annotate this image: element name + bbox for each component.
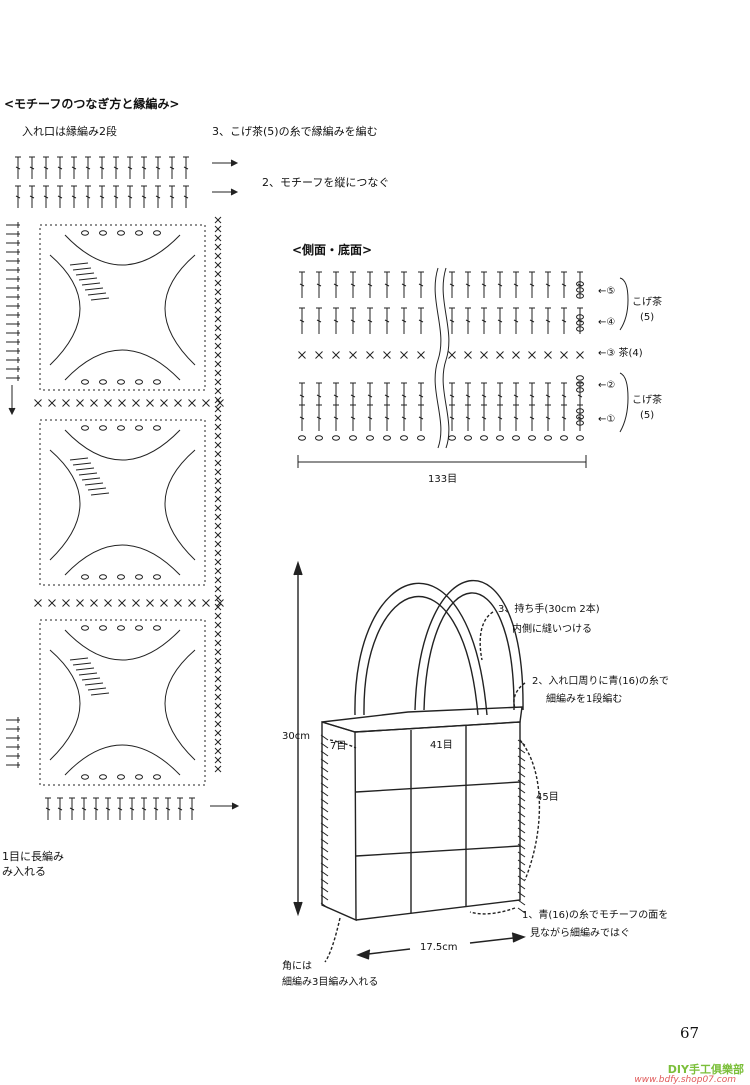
opening-note-2: 細編みを1段編む: [546, 694, 623, 705]
step2-note: 2、モチーフを縦につなぐ: [262, 176, 390, 189]
stitch-count-label: 133目: [428, 474, 458, 485]
side-stitch-label: 7目: [330, 741, 347, 752]
corner-note-2: 細編み3目編み入れる: [282, 977, 379, 988]
opening-edge-note: 入れ口は縁編み2段: [22, 125, 117, 138]
height-label: 30cm: [282, 731, 310, 742]
side-bottom-chart: [297, 267, 629, 468]
join-section-title: <モチーフのつなぎ方と縁編み>: [4, 97, 180, 111]
row-5-label: ←⑤: [598, 286, 616, 297]
bag-handle-front: [414, 579, 524, 711]
join-note-1: 1、青(16)の糸でモチーフの面を: [522, 910, 669, 921]
bag-front: [354, 721, 521, 921]
group-top-number: (5): [640, 312, 655, 323]
bag-diagram: [293, 560, 541, 963]
row-2-label: ←②: [598, 380, 616, 391]
height-stitch-label: 45目: [536, 792, 559, 803]
join-note-2: 見ながら細編みではぐ: [530, 928, 630, 939]
page-number: 67: [680, 1024, 700, 1042]
handle-note-2: 内側に縫いつける: [512, 624, 592, 635]
row-4-label: ←④: [598, 317, 616, 328]
motif-join-chart: [6, 156, 240, 820]
corner-note-1: 角には: [282, 961, 312, 972]
bottom-note-1: 1目に長編み: [2, 850, 64, 863]
width-label: 17.5cm: [420, 942, 458, 953]
group-bottom-number: (5): [640, 410, 655, 421]
watermark-url: www.bdfy.shop07.com: [634, 1075, 736, 1085]
step3-note: 3、こげ茶(5)の糸で縁編みを編む: [212, 125, 378, 138]
top-stitch-label: 41目: [430, 740, 453, 751]
group-top-color: こげ茶: [632, 297, 662, 308]
handle-note-1: 3、持ち手(30cm 2本): [498, 604, 600, 615]
side-section-title: <側面・底面>: [292, 243, 373, 257]
bottom-note-2: み入れる: [2, 865, 46, 878]
group-bottom-color: こげ茶: [632, 395, 662, 406]
opening-note-1: 2、入れ口周りに青(16)の糸で: [532, 676, 669, 687]
row-3-label: ←③ 茶(4): [598, 348, 643, 359]
row-1-label: ←①: [598, 414, 616, 425]
watermark-logo: DIY手工俱樂部: [667, 1063, 744, 1076]
bag-handle-back: [354, 582, 488, 716]
